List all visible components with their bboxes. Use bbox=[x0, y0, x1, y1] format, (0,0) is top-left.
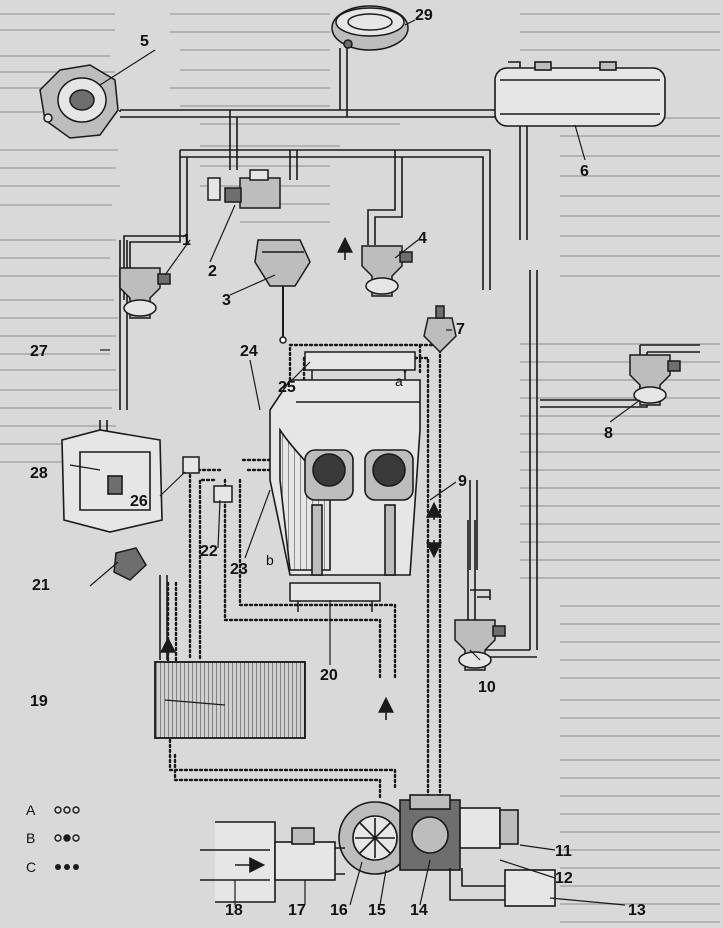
callout-16: 16 bbox=[330, 902, 348, 919]
callout-24: 24 bbox=[240, 343, 258, 360]
junction-icon bbox=[182, 456, 233, 503]
callout-22: 22 bbox=[200, 543, 218, 560]
callout-17: 17 bbox=[288, 902, 306, 919]
callout-2: 2 bbox=[208, 263, 217, 280]
callout-20: 20 bbox=[320, 667, 338, 684]
callout-12: 12 bbox=[555, 870, 573, 887]
callout-13: 13 bbox=[628, 902, 646, 919]
callout-labels: 5 29 6 1 2 3 4 7 8 9 10 11 12 13 14 15 1… bbox=[30, 7, 646, 919]
legend: A B C bbox=[26, 802, 80, 875]
callout-27: 27 bbox=[30, 343, 48, 360]
intercooler-icon bbox=[289, 351, 416, 612]
legend-pattern-open bbox=[54, 806, 80, 814]
leader-lines bbox=[69, 19, 641, 906]
legend-label-c: C bbox=[26, 859, 36, 875]
pressure-converter-icon bbox=[207, 169, 281, 209]
callout-8: 8 bbox=[604, 425, 613, 442]
callout-29: 29 bbox=[415, 7, 433, 24]
callout-26: 26 bbox=[130, 493, 148, 510]
legend-pattern-mixed bbox=[54, 834, 80, 842]
airflow-meter-icon bbox=[274, 827, 345, 881]
callout-11: 11 bbox=[555, 843, 572, 860]
solenoid-valve-icon bbox=[119, 245, 681, 671]
inner-label-a: a bbox=[395, 373, 403, 389]
charge-air-cooler-icon bbox=[154, 661, 306, 739]
callout-14: 14 bbox=[410, 902, 428, 919]
callout-9: 9 bbox=[458, 473, 467, 490]
callout-15: 15 bbox=[368, 902, 386, 919]
callout-18: 18 bbox=[225, 902, 243, 919]
turbocharger-icon bbox=[338, 794, 519, 875]
legend-label-a: A bbox=[26, 802, 36, 818]
control-unit-icon bbox=[61, 429, 163, 533]
callout-21: 21 bbox=[32, 577, 50, 594]
brake-booster-icon bbox=[331, 5, 409, 51]
callout-25: 25 bbox=[278, 379, 296, 396]
legend-pattern-filled bbox=[55, 864, 79, 870]
sensor-icon bbox=[113, 547, 147, 581]
legend-label-b: B bbox=[26, 830, 35, 846]
callout-10: 10 bbox=[478, 679, 496, 696]
air-filter-icon bbox=[200, 821, 276, 903]
actuator-icon bbox=[254, 239, 311, 344]
inner-label-b: b bbox=[266, 552, 274, 568]
callout-23: 23 bbox=[230, 561, 248, 578]
vacuum-tank-icon bbox=[494, 61, 666, 127]
callout-5: 5 bbox=[140, 33, 149, 50]
vacuum-pump-icon bbox=[39, 64, 119, 139]
callout-1: 1 bbox=[182, 232, 191, 249]
exhaust-pipe-icon bbox=[449, 868, 556, 907]
callout-19: 19 bbox=[30, 693, 48, 710]
callout-6: 6 bbox=[580, 163, 589, 180]
callout-7: 7 bbox=[456, 321, 465, 338]
engine-block-icon bbox=[269, 379, 421, 576]
flow-arrows bbox=[160, 236, 442, 720]
callout-28: 28 bbox=[30, 465, 48, 482]
callout-3: 3 bbox=[222, 292, 231, 309]
callout-4: 4 bbox=[418, 230, 427, 247]
bypass-valve-icon bbox=[423, 305, 457, 354]
